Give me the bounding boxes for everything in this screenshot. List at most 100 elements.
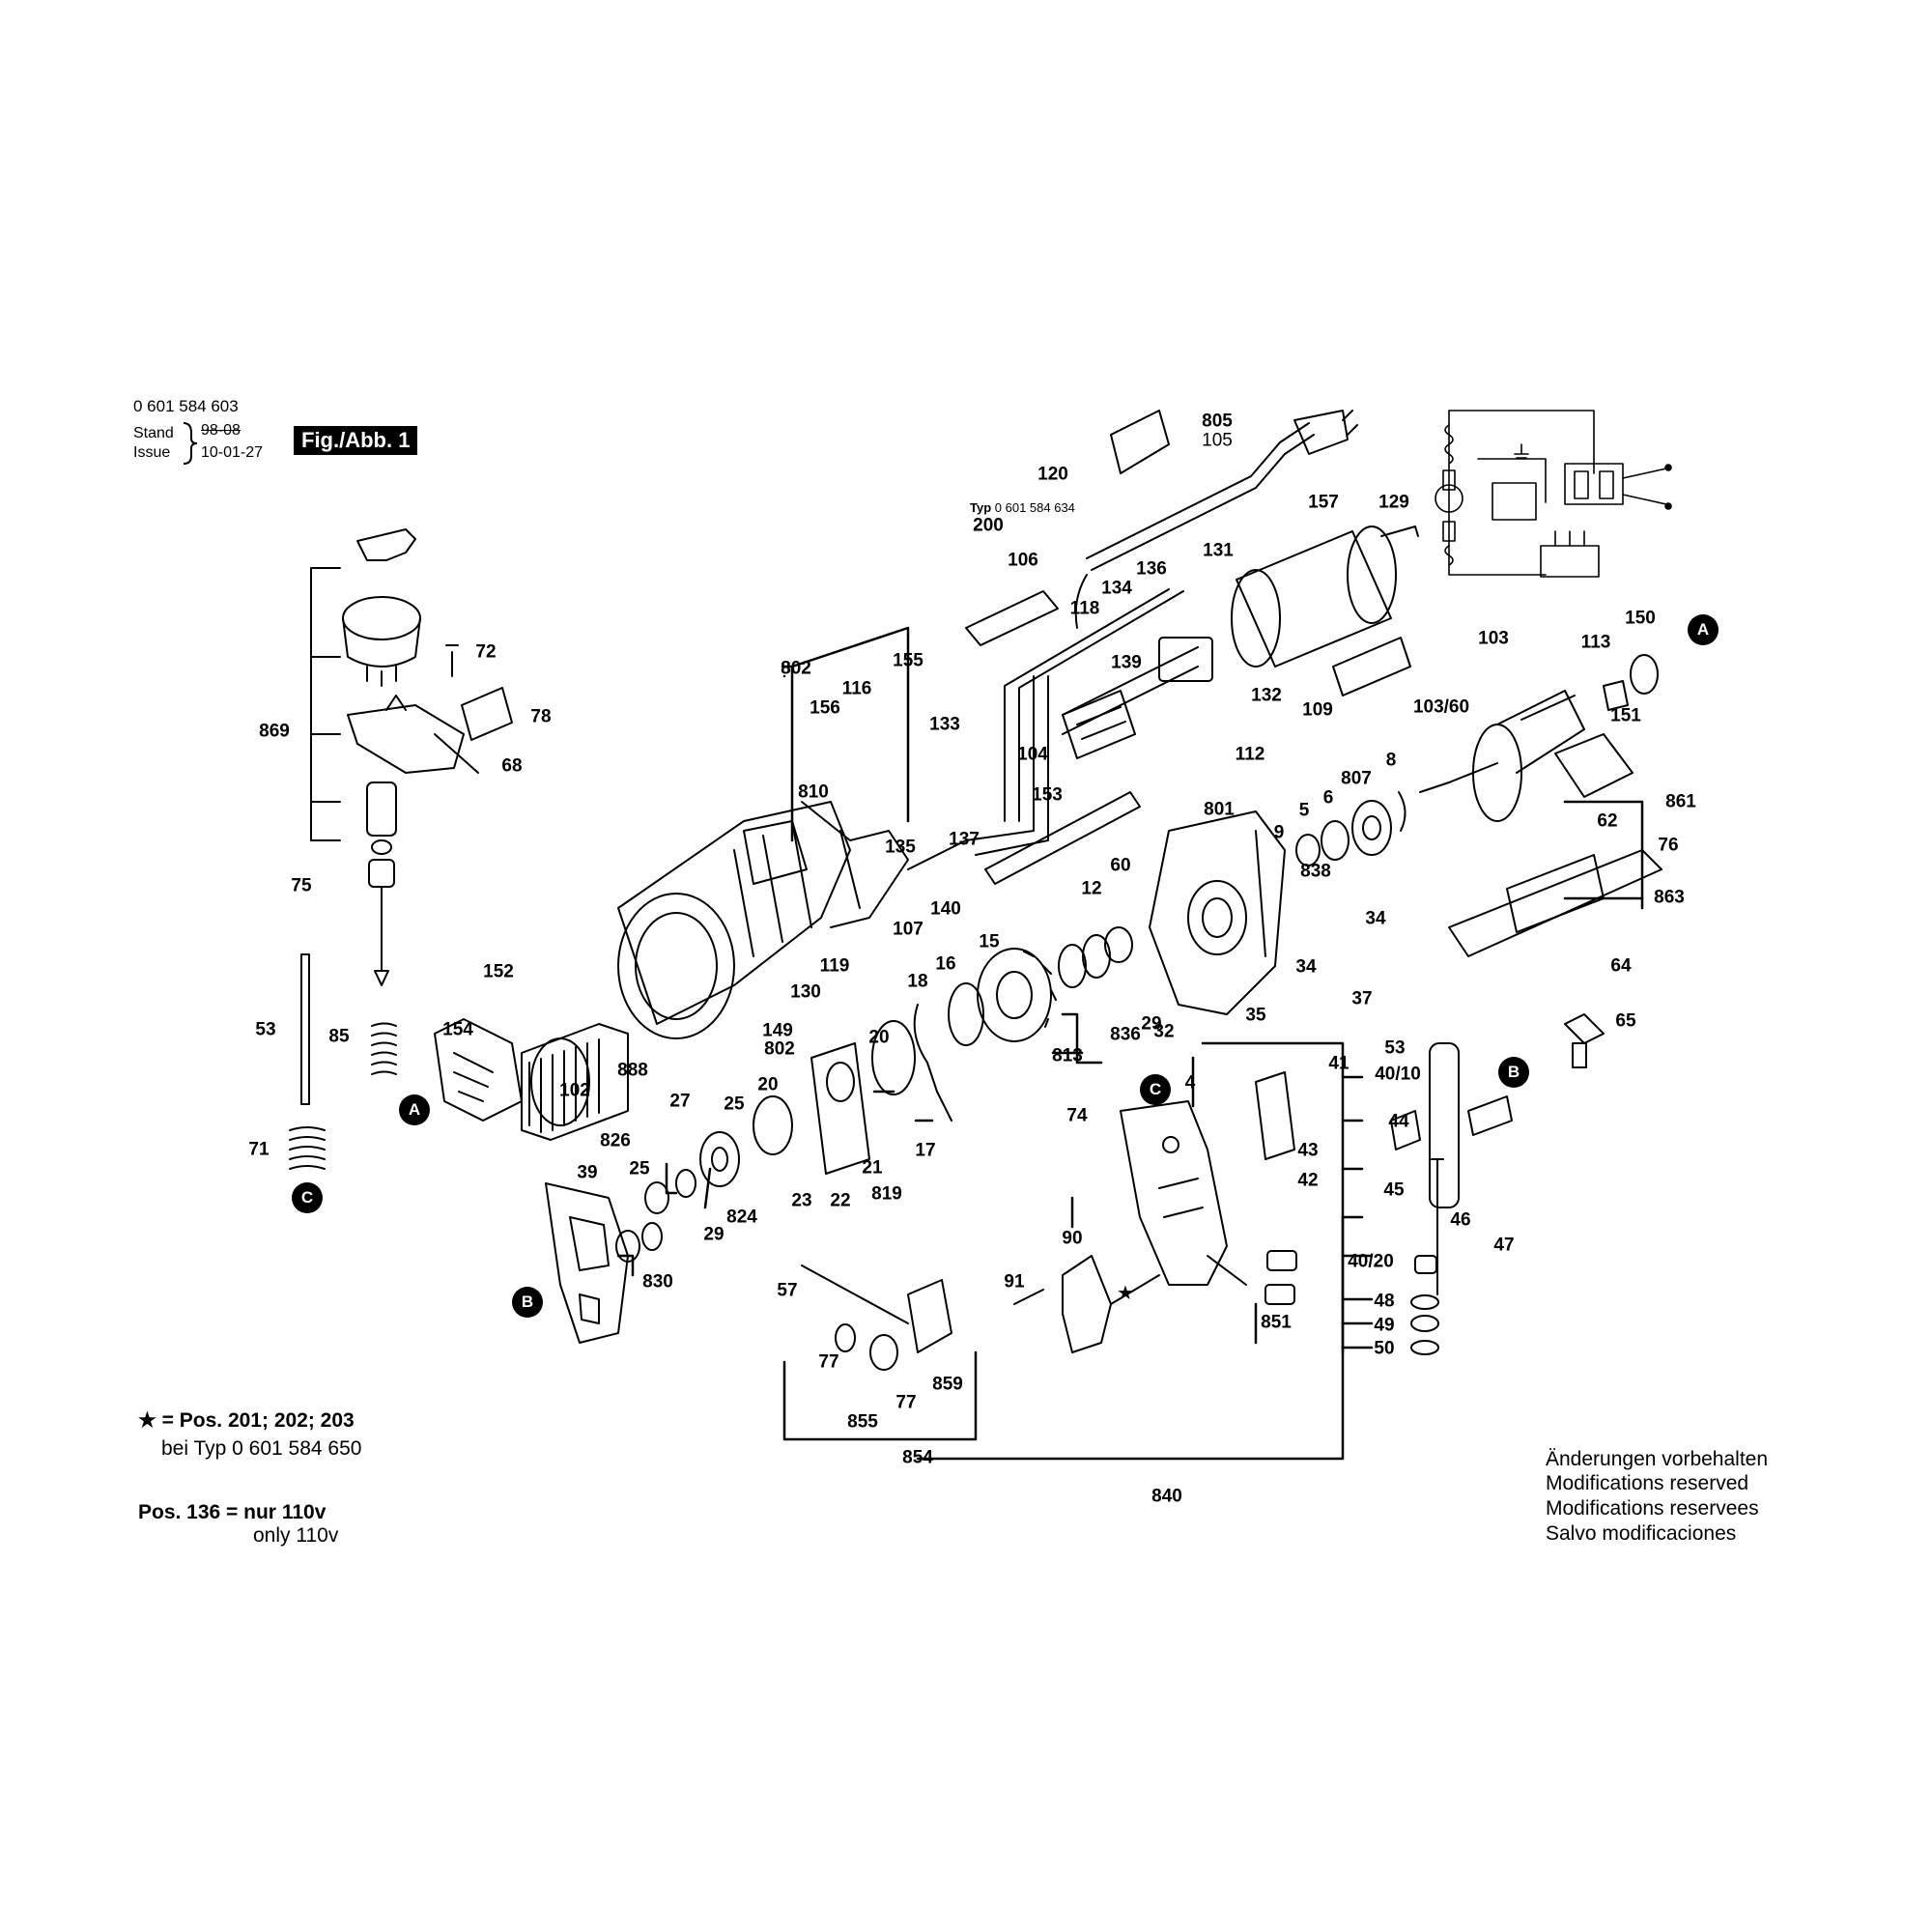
callout: 29 bbox=[1141, 1013, 1162, 1035]
callout: 12 bbox=[1081, 878, 1102, 899]
motor-housing bbox=[617, 801, 909, 1039]
issue-date: 10-01-27 bbox=[201, 444, 264, 461]
callout: 801 bbox=[1204, 799, 1235, 820]
rod-53b bbox=[1431, 1158, 1444, 1295]
callout: 68 bbox=[501, 755, 523, 777]
callout: 836 bbox=[1110, 1024, 1141, 1045]
callout: 78 bbox=[530, 706, 552, 727]
callout: 4 bbox=[1184, 1072, 1196, 1094]
washer-5 bbox=[1295, 834, 1321, 867]
callout: 854 bbox=[902, 1447, 933, 1468]
bracket-869 bbox=[310, 567, 341, 841]
callout: 62 bbox=[1597, 810, 1618, 832]
callout: 25 bbox=[629, 1158, 650, 1179]
callout: 29 bbox=[703, 1224, 724, 1245]
disclaimer-es: Salvo modificaciones bbox=[1546, 1522, 1737, 1545]
callout: 135 bbox=[885, 837, 916, 858]
callout: 9 bbox=[1273, 822, 1285, 843]
ref-marker-b-left: B bbox=[512, 1287, 543, 1318]
clamp-90 bbox=[1062, 1255, 1160, 1353]
rod-53 bbox=[300, 953, 310, 1105]
callout: 77 bbox=[818, 1351, 839, 1373]
callout: 802 bbox=[764, 1038, 795, 1060]
callout: 200 bbox=[973, 515, 1004, 536]
ref-marker-a-top: A bbox=[1688, 614, 1719, 645]
callout: 840 bbox=[1151, 1486, 1182, 1507]
ring-20b bbox=[753, 1095, 793, 1155]
star-marker: ★ bbox=[1117, 1281, 1134, 1304]
callout: 152 bbox=[483, 961, 514, 982]
callout: 133 bbox=[929, 714, 960, 735]
disclaimer-de: Änderungen vorbehalten bbox=[1546, 1448, 1769, 1470]
ring-16 bbox=[948, 982, 984, 1046]
callout: 27 bbox=[669, 1091, 691, 1112]
pad-851a bbox=[1266, 1250, 1297, 1271]
callout: 119 bbox=[819, 955, 850, 977]
gear-housing-801 bbox=[1149, 810, 1286, 1015]
circuit-schematic bbox=[1435, 410, 1672, 578]
leader-brackets bbox=[616, 626, 1644, 1461]
callout: 17 bbox=[915, 1140, 936, 1161]
typ-label: Typ 0 601 584 634 bbox=[970, 500, 1075, 515]
callout: 139 bbox=[1111, 652, 1142, 673]
legend-pos136: Pos. 136 = nur 110v bbox=[138, 1501, 327, 1523]
callout: 869 bbox=[259, 721, 290, 742]
sleeve-40-20 bbox=[1414, 1255, 1437, 1274]
callout: 16 bbox=[935, 953, 956, 975]
roller-guide bbox=[1390, 1042, 1513, 1208]
callout: 109 bbox=[1302, 699, 1333, 721]
callout: 137 bbox=[949, 829, 980, 850]
bearing-807 bbox=[1351, 800, 1392, 856]
callout: 15 bbox=[979, 931, 1000, 952]
stand-label: Stand bbox=[133, 425, 174, 441]
callout: 50 bbox=[1374, 1338, 1395, 1359]
callout: 64 bbox=[1610, 955, 1632, 977]
callout: 819 bbox=[871, 1183, 902, 1205]
wiring-harness bbox=[907, 588, 1199, 870]
washer-48 bbox=[1410, 1294, 1439, 1310]
ref-marker-c-mid: C bbox=[1140, 1074, 1171, 1105]
callout: 151 bbox=[1610, 705, 1641, 726]
callout: 132 bbox=[1251, 685, 1282, 706]
callout: 91 bbox=[1004, 1271, 1025, 1293]
needle-bearing bbox=[1058, 944, 1087, 988]
typ-number: 0 601 584 634 bbox=[994, 500, 1075, 515]
callout: 113 bbox=[1580, 632, 1611, 653]
callout: 807 bbox=[1341, 768, 1372, 789]
callout: 102 bbox=[559, 1080, 590, 1101]
callout: 830 bbox=[642, 1271, 673, 1293]
callout: 77 bbox=[895, 1392, 917, 1413]
rail-153 bbox=[984, 791, 1141, 885]
cam-824 bbox=[699, 1131, 740, 1187]
callout: 74 bbox=[1066, 1105, 1088, 1126]
spring-85 bbox=[371, 1022, 397, 1075]
callout: 131 bbox=[1203, 540, 1234, 561]
callout: 32 bbox=[1153, 1021, 1175, 1042]
fan-cover bbox=[434, 1018, 523, 1122]
callout: 57 bbox=[777, 1280, 798, 1301]
bracket-43 bbox=[1255, 1071, 1295, 1160]
brace-icon bbox=[183, 422, 198, 465]
callout: 153 bbox=[1032, 784, 1063, 806]
figure-tag: Fig./Abb. 1 bbox=[294, 426, 418, 455]
callout: 41 bbox=[1328, 1053, 1350, 1074]
label-120 bbox=[1110, 410, 1170, 474]
module-132 bbox=[1158, 637, 1213, 682]
callout: 22 bbox=[830, 1190, 851, 1211]
callout: 6 bbox=[1322, 787, 1334, 809]
legend-star-text: = Pos. 201; 202; 203 bbox=[161, 1409, 355, 1432]
nut-49 bbox=[1410, 1315, 1439, 1332]
cable-plug bbox=[1074, 410, 1358, 629]
callout: 805 bbox=[1202, 411, 1233, 432]
callout: 45 bbox=[1383, 1179, 1405, 1201]
callout: 802 bbox=[781, 658, 811, 679]
callout: 826 bbox=[600, 1130, 631, 1151]
callout: 103/60 bbox=[1412, 696, 1470, 718]
callout: 49 bbox=[1374, 1315, 1395, 1336]
callout: 150 bbox=[1625, 608, 1656, 629]
callout: 44 bbox=[1388, 1111, 1409, 1132]
stator-coil bbox=[521, 1023, 629, 1141]
stroke-rod-housing bbox=[1120, 1100, 1247, 1286]
lever-18 bbox=[913, 1004, 952, 1122]
